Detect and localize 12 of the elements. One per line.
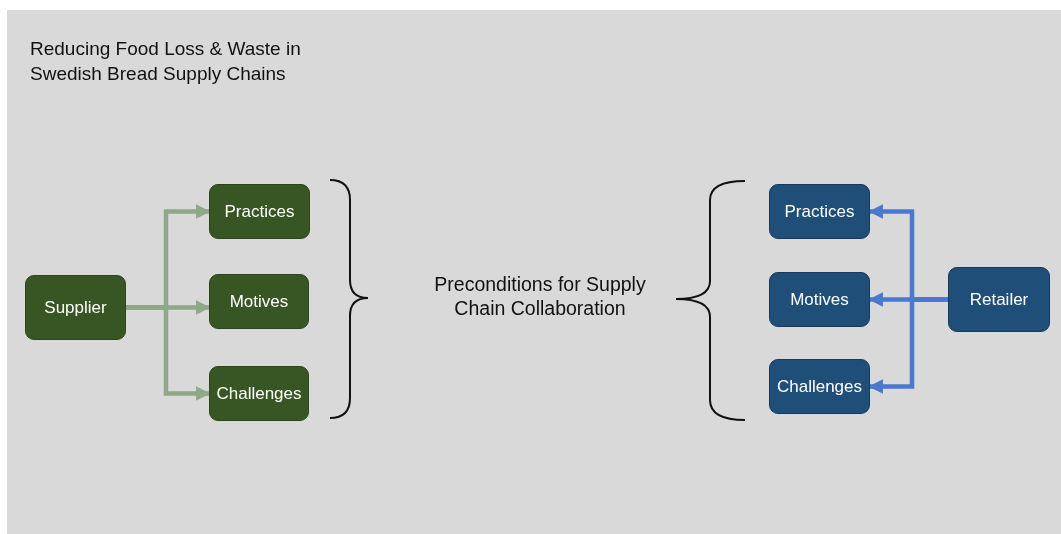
arrow — [868, 297, 948, 394]
process-box: Practices — [209, 184, 310, 239]
center-label: Preconditions for Supply Chain Collaboration — [433, 272, 647, 320]
process-box: Supplier — [25, 275, 126, 340]
arrow — [126, 305, 211, 401]
process-box: Challenges — [209, 366, 309, 421]
process-box: Motives — [209, 274, 309, 329]
process-box: Practices — [769, 184, 870, 239]
process-box: Challenges — [769, 359, 870, 414]
process-box: Retailer — [948, 267, 1050, 332]
diagram-title: Reducing Food Loss & Waste in Swedish Bread Supply Chains — [30, 37, 302, 86]
process-box: Motives — [769, 272, 870, 327]
